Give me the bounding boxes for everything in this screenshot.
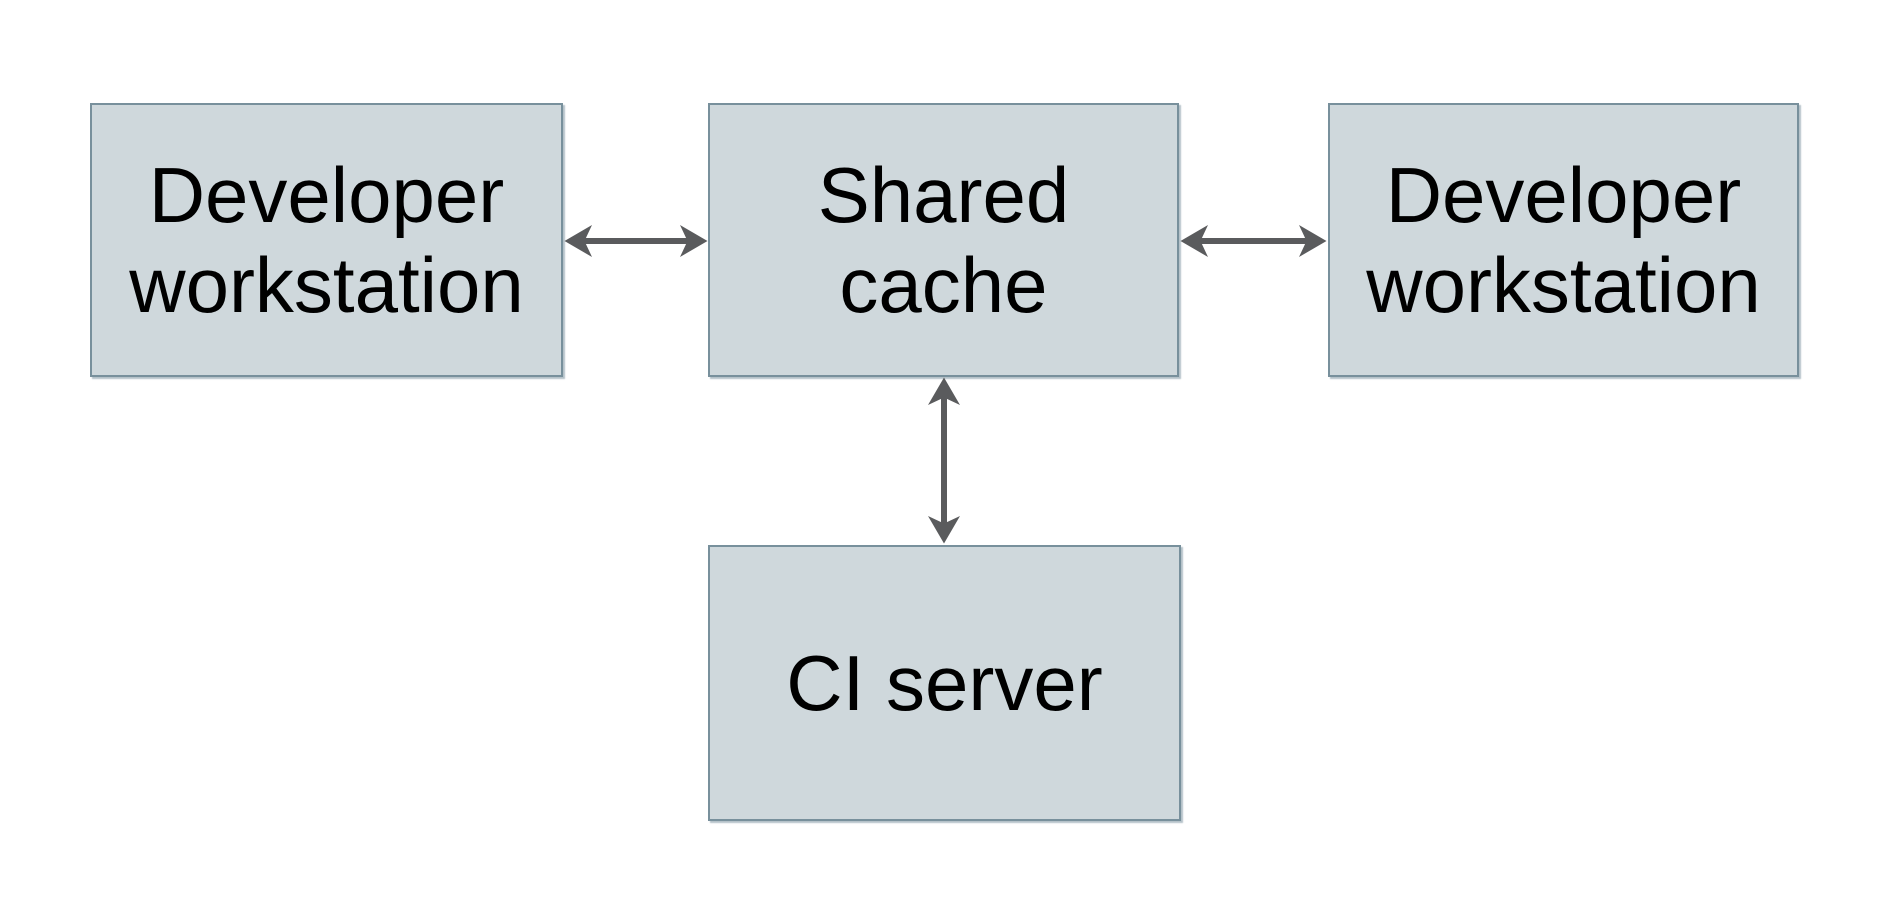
arrowhead-right-icon [680,225,708,257]
node-label-developer-workstation-left: Developer workstation [129,151,524,329]
arrow-shaft [941,396,947,525]
arrow-shaft [1199,238,1308,244]
arrowhead-right-icon [1299,225,1327,257]
arrowhead-up-icon [928,377,960,405]
node-developer-workstation-right: Developer workstation [1328,103,1799,377]
node-label-developer-workstation-right: Developer workstation [1366,151,1761,329]
arrowhead-left-icon [564,225,592,257]
double-arrow-shared-cache-ci-server [928,377,960,544]
node-developer-workstation-left: Developer workstation [90,103,563,377]
arrowhead-left-icon [1180,225,1208,257]
double-arrow-shared-cache-dev-right [1180,225,1327,257]
node-label-shared-cache: Shared cache [817,151,1070,329]
double-arrow-dev-left-shared-cache [564,225,708,257]
node-label-ci-server: CI server [786,639,1103,727]
arrowhead-down-icon [928,516,960,544]
node-shared-cache: Shared cache [708,103,1179,377]
arrow-shaft [583,238,689,244]
node-ci-server: CI server [708,545,1181,821]
